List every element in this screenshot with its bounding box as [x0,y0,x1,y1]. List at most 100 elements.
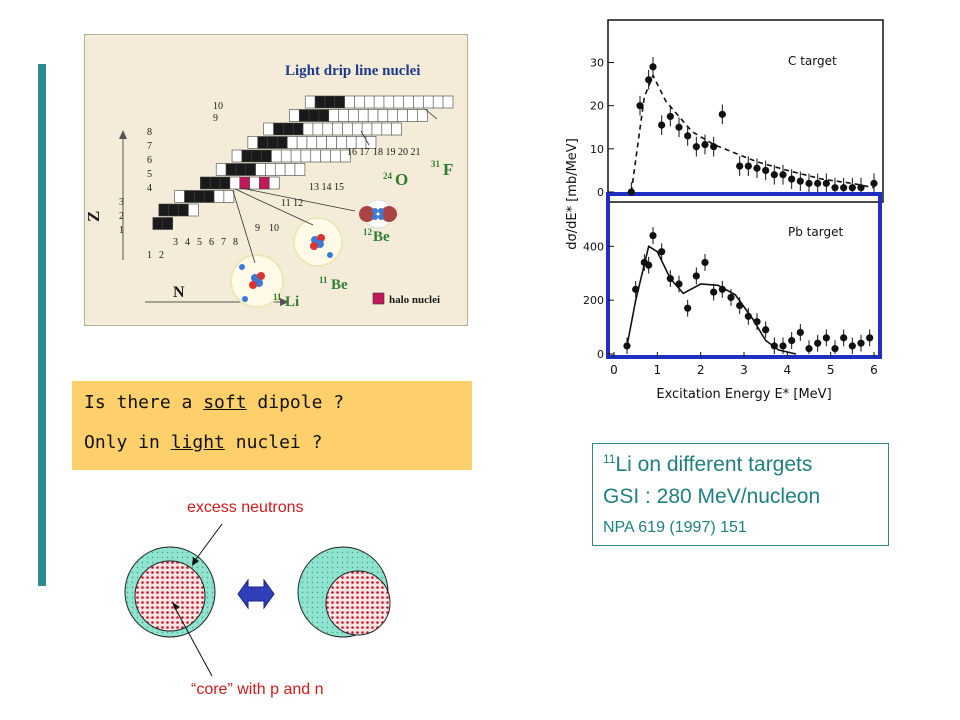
nuclide-cell [194,190,205,203]
core-circle-left [134,560,206,632]
data-point [788,175,796,183]
n-tick: 1 [147,250,152,261]
nuclide-cell [209,176,221,190]
nuclide-cell [383,95,395,109]
data-point [710,143,718,151]
nuclide-cell [365,136,377,149]
nuclide-cell [235,163,247,176]
data-point [788,336,796,345]
info-mass-superscript: 11 [603,452,616,466]
data-point [831,345,839,353]
data-point [666,112,674,121]
n-axis-arrowhead [280,298,289,306]
legend-swatch [372,292,385,305]
nuclide-cell [290,149,302,163]
nuclide-cell [423,95,434,109]
data-point [623,342,631,350]
f31-symbol: F [443,160,453,179]
data-point [744,312,752,320]
x-tick-label: 4 [784,363,792,377]
nuclide-cell [188,203,199,217]
nuclide-cell [271,149,282,163]
double-arrow-icon [237,578,275,610]
data-point [684,304,692,312]
nuclide-cell [174,190,185,203]
data-point [658,248,666,256]
soft-dipole-diagram [124,523,391,677]
question-2-underlined: light [170,432,225,453]
nuclide-cell [274,163,286,176]
nuclide-cell [361,122,373,136]
be12-halo-neutron-icon [381,206,397,222]
data-point [762,326,770,334]
z-tick: 6 [147,155,152,166]
nuclide-cell [259,176,270,190]
data-point [857,339,865,347]
nuclide-cell [292,122,304,136]
question-1-prefix: Is there a [84,392,204,413]
nuclide-cell [351,122,363,136]
nuclide-cell [316,136,328,149]
data-point [814,179,822,187]
nuclide-cell [442,95,454,109]
o24-symbol: O [395,170,408,189]
core-circle-right [325,570,391,636]
nuclide-cell [229,176,241,190]
n-tick: 9 [255,223,260,234]
nuclide-cell [314,95,326,109]
y-tick-label: 20 [590,100,604,113]
data-point [770,171,778,179]
info-box: 11Li on different targets GSI : 280 MeV/… [592,443,889,546]
nuclide-cell [312,122,324,136]
data-point [779,342,787,350]
nuclide-cell [320,149,331,163]
be12-core-icon [372,208,384,220]
data-point [796,177,804,185]
nuclide-cell [413,95,424,109]
nuclide-cell [357,109,369,122]
nuclide-cell [289,109,300,122]
nuclide-cell [298,109,310,122]
data-point [840,334,848,342]
x-tick-label: 2 [697,363,705,377]
nuclide-cell [263,122,275,136]
nuclide-cell [152,217,164,230]
nuclide-cell [403,95,414,109]
be12-mass: 12 [363,227,373,237]
data-point [848,342,856,350]
z-tick: 8 [147,127,152,138]
data-point [675,280,683,288]
be11-core-icon [310,234,333,258]
nuclide-cell [328,109,340,122]
x-tick-label: 5 [827,363,835,377]
data-point [744,162,752,170]
nuclide-chart-panel: Light drip line nuclei Z N 1 2 3 4 5 6 7… [84,34,468,326]
y-tick-label: 0 [597,348,604,361]
z-tick: 5 [147,169,152,180]
nuclide-cell [338,109,349,122]
x-tick-label: 1 [654,363,662,377]
nuclide-cell [223,190,235,203]
nuclide-cell [332,122,343,136]
nuclide-grid [152,95,454,230]
nuclide-cell [322,122,334,136]
nuclide-cell [296,136,308,149]
x-tick-label: 3 [740,363,748,377]
nuclide-cell [342,122,353,136]
be11-mass: 11 [319,275,328,285]
nuclide-cell [249,176,260,190]
z-axis-label: Z [85,211,103,222]
question-2-prefix: Only in [84,432,171,453]
question-box: Is there a soft dipole ? Only in light n… [72,381,472,470]
nuclide-cell [417,109,428,122]
excess-neutrons-label: excess neutrons [187,499,304,516]
nuclide-cell [363,95,375,109]
nuclide-cell [387,109,399,122]
nuclide-cell [213,190,225,203]
data-point [870,179,878,187]
n-tick: 8 [233,237,238,248]
n-tick: 11 12 [281,198,303,209]
nuclide-cell [326,136,337,149]
nuclide-cell [277,136,288,149]
y-tick-label: 10 [590,143,604,156]
